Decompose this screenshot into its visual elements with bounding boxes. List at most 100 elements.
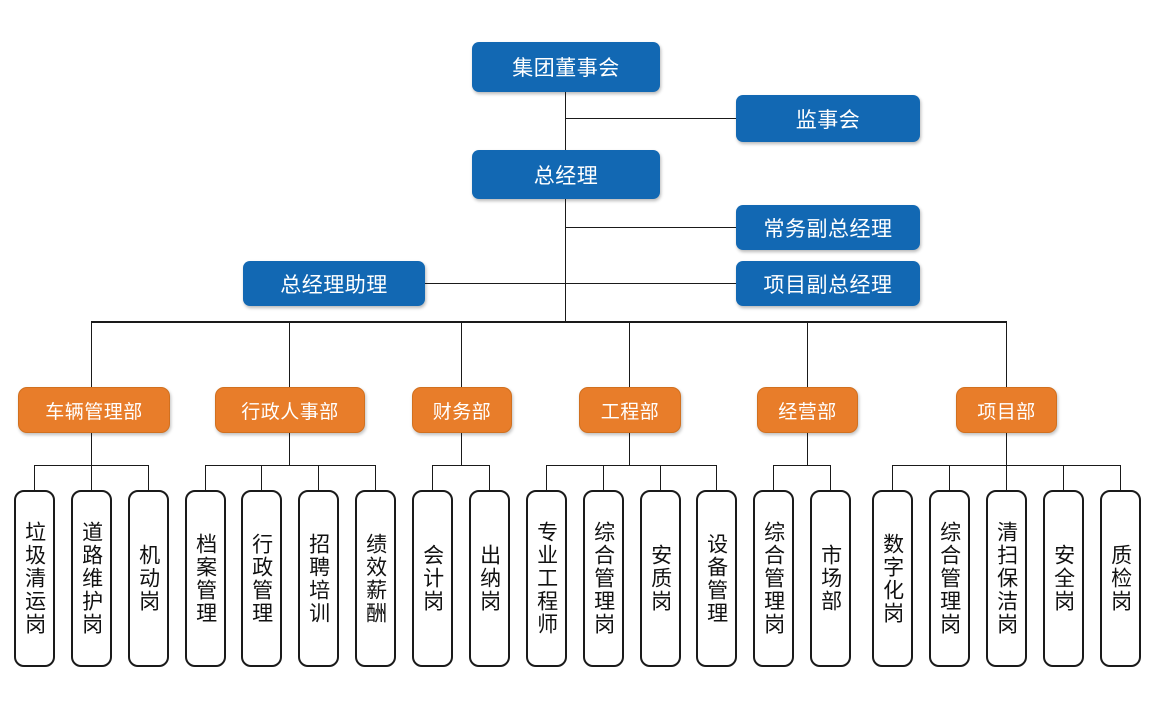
position-box-equipment-management[interactable]: 设备管理 — [696, 490, 737, 667]
position-label: 行政管理 — [249, 532, 274, 625]
connector-dept4-stem — [629, 433, 630, 465]
position-box-market-department[interactable]: 市场部 — [810, 490, 851, 667]
dept-box-engineering[interactable]: 工程部 — [579, 387, 681, 433]
node-project-deputy-gm[interactable]: 项目副总经理 — [736, 261, 920, 306]
position-box-operations-general-management[interactable]: 综合管理岗 — [753, 490, 794, 667]
node-label: 监事会 — [795, 108, 861, 132]
position-box-project-general-management[interactable]: 综合管理岗 — [929, 490, 970, 667]
leaf-bus-dept2 — [205, 465, 376, 466]
position-label: 出纳岗 — [477, 544, 502, 613]
position-label: 设备管理 — [704, 532, 729, 625]
position-box-archive-management[interactable]: 档案管理 — [185, 490, 226, 667]
node-supervisory-board[interactable]: 监事会 — [736, 95, 920, 142]
node-general-manager[interactable]: 总经理 — [472, 150, 660, 199]
position-box-admin-management[interactable]: 行政管理 — [241, 490, 282, 667]
position-label: 绩效薪酬 — [363, 532, 388, 625]
position-label: 会计岗 — [420, 544, 445, 613]
connector-leaf-2 — [91, 465, 92, 491]
position-label: 质检岗 — [1108, 544, 1133, 613]
dept-box-admin-hr[interactable]: 行政人事部 — [215, 387, 365, 433]
connector-board-to-gm — [565, 92, 566, 150]
node-board-of-directors[interactable]: 集团董事会 — [472, 42, 660, 92]
connector-leaf-11 — [603, 465, 604, 491]
connector-leaf-18 — [1006, 465, 1007, 491]
connector-bus-to-dept-3 — [461, 321, 462, 387]
dept-box-operations[interactable]: 经营部 — [757, 387, 858, 433]
leaf-bus-dept3 — [432, 465, 490, 466]
position-box-recruitment-training[interactable]: 招聘培训 — [298, 490, 339, 667]
position-box-digitalization[interactable]: 数字化岗 — [872, 490, 913, 667]
department-bus-line — [91, 321, 1006, 323]
connector-leaf-7 — [375, 465, 376, 491]
connector-gm-to-project-deputy — [565, 283, 736, 284]
position-box-cleaning-sanitation[interactable]: 清扫保洁岗 — [986, 490, 1027, 667]
position-box-professional-engineer[interactable]: 专业工程师 — [526, 490, 567, 667]
connector-dept2-stem — [289, 433, 290, 465]
connector-leaf-20 — [1120, 465, 1121, 491]
position-box-road-maintenance[interactable]: 道路维护岗 — [71, 490, 112, 667]
node-label: 总经理助理 — [280, 273, 388, 297]
position-label: 综合管理岗 — [591, 521, 616, 636]
position-label: 道路维护岗 — [79, 521, 104, 636]
dept-box-vehicle-management[interactable]: 车辆管理部 — [18, 387, 170, 433]
dept-box-project[interactable]: 项目部 — [956, 387, 1057, 433]
connector-leaf-4 — [205, 465, 206, 491]
position-label: 机动岗 — [136, 544, 161, 613]
leaf-bus-dept4 — [546, 465, 717, 466]
position-box-safety[interactable]: 安全岗 — [1043, 490, 1084, 667]
connector-leaf-15 — [830, 465, 831, 491]
connector-leaf-17 — [949, 465, 950, 491]
position-box-mobile-unit[interactable]: 机动岗 — [128, 490, 169, 667]
position-box-waste-transport[interactable]: 垃圾清运岗 — [14, 490, 55, 667]
connector-leaf-14 — [773, 465, 774, 491]
connector-gm-trunk-down — [565, 199, 566, 323]
connector-dept6-stem — [1006, 433, 1007, 465]
connector-bus-to-dept-4 — [629, 321, 630, 387]
connector-leaf-12 — [660, 465, 661, 491]
position-label: 招聘培训 — [306, 532, 331, 625]
position-label: 清扫保洁岗 — [994, 521, 1019, 636]
position-label: 综合管理岗 — [937, 521, 962, 636]
node-executive-deputy-gm[interactable]: 常务副总经理 — [736, 205, 920, 250]
connector-bus-to-dept-1 — [91, 321, 92, 387]
position-box-performance-compensation[interactable]: 绩效薪酬 — [355, 490, 396, 667]
dept-label: 项目部 — [977, 401, 1036, 423]
dept-label: 工程部 — [600, 401, 660, 423]
dept-label: 行政人事部 — [241, 401, 339, 423]
position-box-engineering-general-management[interactable]: 综合管理岗 — [583, 490, 624, 667]
dept-label: 车辆管理部 — [45, 401, 143, 423]
connector-leaf-19 — [1063, 465, 1064, 491]
position-label: 专业工程师 — [534, 521, 559, 636]
connector-bus-to-dept-2 — [289, 321, 290, 387]
position-label: 市场部 — [818, 544, 843, 613]
leaf-bus-dept5 — [773, 465, 831, 466]
position-box-cashier[interactable]: 出纳岗 — [469, 490, 510, 667]
position-box-safety-quality[interactable]: 安质岗 — [640, 490, 681, 667]
node-gm-assistant[interactable]: 总经理助理 — [243, 261, 425, 306]
connector-bus-to-dept-6 — [1006, 321, 1007, 387]
node-label: 总经理 — [533, 164, 599, 188]
position-box-accounting[interactable]: 会计岗 — [412, 490, 453, 667]
node-label: 集团董事会 — [512, 57, 620, 80]
connector-leaf-10 — [546, 465, 547, 491]
dept-box-finance[interactable]: 财务部 — [412, 387, 512, 433]
connector-gm-assistant-to-trunk — [425, 283, 566, 284]
position-label: 安全岗 — [1051, 544, 1076, 613]
connector-leaf-3 — [148, 465, 149, 491]
connector-dept1-stem — [91, 433, 92, 465]
node-label: 常务副总经理 — [763, 217, 893, 241]
connector-leaf-6 — [318, 465, 319, 491]
connector-dept3-stem — [461, 433, 462, 465]
position-box-quality-inspection[interactable]: 质检岗 — [1100, 490, 1141, 667]
position-label: 档案管理 — [193, 532, 218, 625]
connector-bus-to-dept-5 — [807, 321, 808, 387]
connector-leaf-13 — [716, 465, 717, 491]
connector-dept5-stem — [807, 433, 808, 465]
dept-label: 财务部 — [432, 401, 492, 423]
dept-label: 经营部 — [778, 401, 837, 423]
connector-leaf-1 — [34, 465, 35, 491]
position-label: 数字化岗 — [880, 532, 905, 625]
connector-leaf-5 — [261, 465, 262, 491]
position-label: 综合管理岗 — [761, 521, 786, 636]
